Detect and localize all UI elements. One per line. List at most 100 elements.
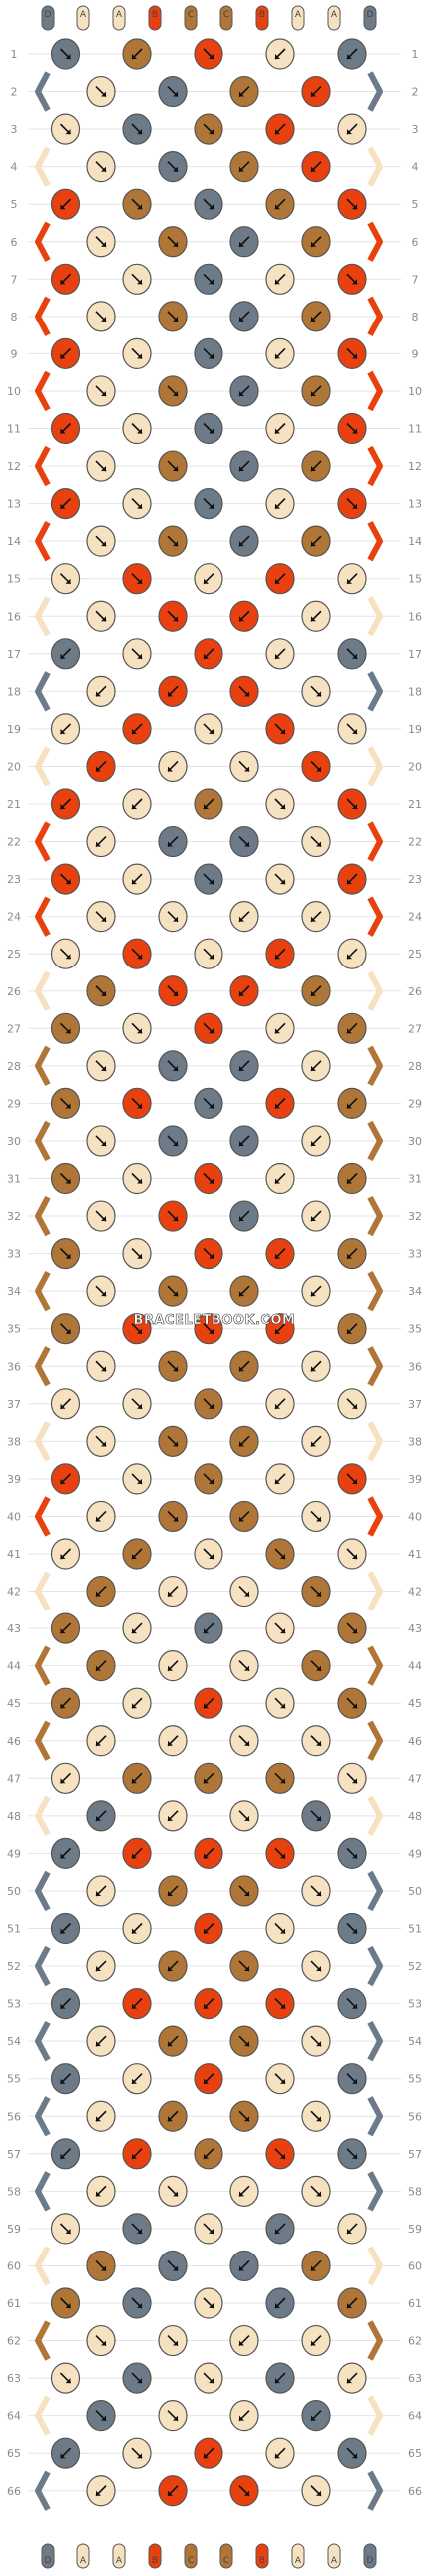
knot-arrowhead bbox=[352, 1478, 357, 1484]
knot-arrowhead bbox=[60, 2153, 66, 2159]
knot-arrowhead bbox=[347, 1253, 352, 1259]
knot-arrowhead bbox=[311, 1216, 316, 1222]
knot-arrowhead bbox=[137, 1178, 142, 1184]
knot-arrowhead bbox=[168, 841, 173, 847]
edge-thread-left bbox=[35, 1645, 51, 1686]
row-number-right: 17 bbox=[408, 648, 422, 661]
edge-thread-right bbox=[367, 1720, 383, 1761]
knot-arrowhead bbox=[65, 2303, 71, 2308]
knot-arrowhead bbox=[96, 691, 101, 697]
row-number-left: 4 bbox=[11, 161, 18, 174]
row-number-left: 57 bbox=[7, 2148, 21, 2161]
knot-arrowhead bbox=[204, 1703, 209, 1709]
row-number-left: 3 bbox=[11, 123, 18, 136]
row-number-right: 61 bbox=[408, 2297, 422, 2310]
knot-arrowhead bbox=[132, 1554, 137, 1559]
knot-arrowhead bbox=[244, 841, 249, 847]
knot-arrowhead bbox=[352, 2078, 357, 2084]
knot-arrowhead bbox=[244, 1591, 249, 1597]
row-number-right: 20 bbox=[408, 760, 422, 773]
row-number-right: 44 bbox=[408, 1660, 422, 1673]
edge-thread-right bbox=[367, 2395, 383, 2436]
bottom-strand-C bbox=[184, 2543, 198, 2569]
knot-arrowhead bbox=[137, 204, 142, 210]
knot-arrowhead bbox=[137, 129, 142, 135]
knot-arrowhead bbox=[316, 2041, 321, 2047]
knot-arrowhead bbox=[347, 879, 352, 885]
knot-arrowhead bbox=[137, 1103, 142, 1109]
row-number-right: 4 bbox=[412, 161, 419, 174]
knot-arrowhead bbox=[347, 54, 352, 59]
knot-arrowhead bbox=[173, 390, 178, 396]
knot-arrowhead bbox=[275, 204, 280, 210]
row-number-left: 41 bbox=[7, 1548, 21, 1561]
knot-arrowhead bbox=[239, 1516, 244, 1522]
knot-arrowhead bbox=[209, 1028, 214, 1034]
row-number-right: 33 bbox=[408, 1248, 422, 1261]
knot-arrowhead bbox=[239, 241, 244, 247]
knot-arrowhead bbox=[352, 503, 357, 509]
knot-arrowhead bbox=[60, 728, 66, 734]
knot-arrowhead bbox=[101, 616, 106, 622]
knot-arrowhead bbox=[352, 1778, 357, 1784]
knot-arrowhead bbox=[209, 2228, 214, 2234]
edge-thread-left bbox=[35, 2096, 51, 2137]
edge-thread-left bbox=[35, 896, 51, 937]
row-number-right: 31 bbox=[408, 1173, 422, 1186]
top-strand-label: A bbox=[331, 10, 338, 20]
knot-arrowhead bbox=[239, 1140, 244, 1146]
row-number-right: 64 bbox=[408, 2410, 422, 2423]
row-number-left: 26 bbox=[7, 985, 21, 998]
edge-thread-right bbox=[367, 896, 383, 937]
row-number-right: 36 bbox=[408, 1360, 422, 1373]
edge-thread-left bbox=[35, 970, 51, 1011]
row-number-left: 47 bbox=[7, 1772, 21, 1785]
knot-arrowhead bbox=[101, 1441, 106, 1447]
top-strand-label: C bbox=[188, 10, 194, 20]
knot-arrowhead bbox=[244, 1815, 249, 1821]
knot-arrowhead bbox=[244, 2041, 249, 2047]
knot-arrowhead bbox=[101, 316, 106, 322]
knot-arrowhead bbox=[352, 653, 357, 659]
knot-arrowhead bbox=[311, 466, 316, 472]
knot-arrowhead bbox=[311, 2415, 316, 2421]
top-strand-C bbox=[184, 5, 198, 31]
row-number-left: 46 bbox=[7, 1735, 21, 1748]
knot-arrowhead bbox=[60, 1778, 66, 1784]
row-number-right: 12 bbox=[408, 460, 422, 473]
row-number-right: 35 bbox=[408, 1323, 422, 1336]
row-number-left: 23 bbox=[7, 873, 21, 886]
knot-arrowhead bbox=[280, 2078, 285, 2084]
row-number-left: 19 bbox=[7, 723, 21, 736]
row-number-right: 46 bbox=[408, 1735, 422, 1748]
knot-arrowhead bbox=[239, 166, 244, 172]
knot-arrowhead bbox=[132, 804, 137, 809]
row-number-left: 24 bbox=[7, 911, 21, 924]
knot-arrowhead bbox=[352, 1628, 357, 1634]
knot-arrowhead bbox=[209, 2378, 214, 2384]
knot-arrowhead bbox=[244, 1740, 249, 1746]
knot-arrowhead bbox=[347, 1178, 352, 1184]
row-number-right: 59 bbox=[408, 2223, 422, 2236]
bottom-strand-A bbox=[112, 2543, 126, 2569]
knot-arrowhead bbox=[347, 2228, 352, 2234]
edge-thread-left bbox=[35, 2246, 51, 2286]
row-number-left: 58 bbox=[7, 2185, 21, 2198]
knot-arrowhead bbox=[60, 353, 66, 359]
knot-arrowhead bbox=[311, 990, 316, 996]
bottom-strand-label: D bbox=[367, 2556, 374, 2566]
knot-arrowhead bbox=[204, 2153, 209, 2159]
row-number-left: 28 bbox=[7, 1060, 21, 1073]
knot-arrowhead bbox=[96, 1815, 101, 1821]
knot-arrowhead bbox=[239, 316, 244, 322]
knot-arrowhead bbox=[275, 2303, 280, 2308]
bottom-strand-D bbox=[363, 2543, 377, 2569]
row-number-left: 13 bbox=[7, 498, 21, 511]
knot-arrowhead bbox=[275, 1403, 280, 1409]
knot-arrowhead bbox=[101, 2340, 106, 2346]
knot-arrowhead bbox=[275, 954, 280, 960]
bottom-strand-D bbox=[41, 2543, 55, 2569]
row-number-left: 15 bbox=[7, 573, 21, 586]
knot-arrowhead bbox=[275, 1253, 280, 1259]
